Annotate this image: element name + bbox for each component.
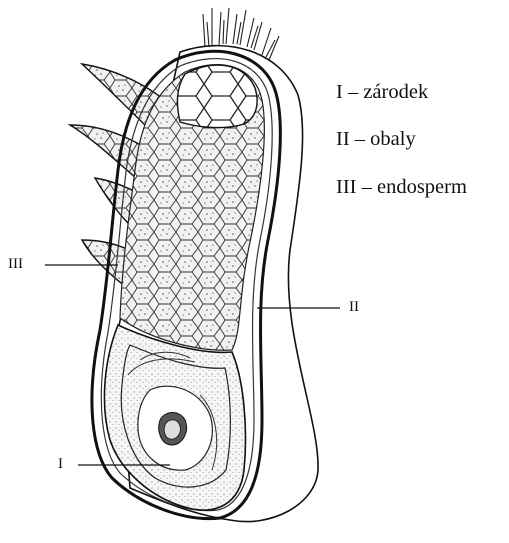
callout-coats: II (349, 300, 359, 315)
legend-item-endosperm: III – endosperm (336, 177, 467, 198)
legend-item-coats: II – obaly (336, 129, 416, 150)
embryo-region (104, 325, 245, 510)
callout-embryo: I (58, 457, 63, 472)
aleurone-top (177, 65, 257, 128)
callout-endosperm: III (8, 257, 23, 272)
legend-item-embryo: I – zárodek (336, 82, 428, 103)
